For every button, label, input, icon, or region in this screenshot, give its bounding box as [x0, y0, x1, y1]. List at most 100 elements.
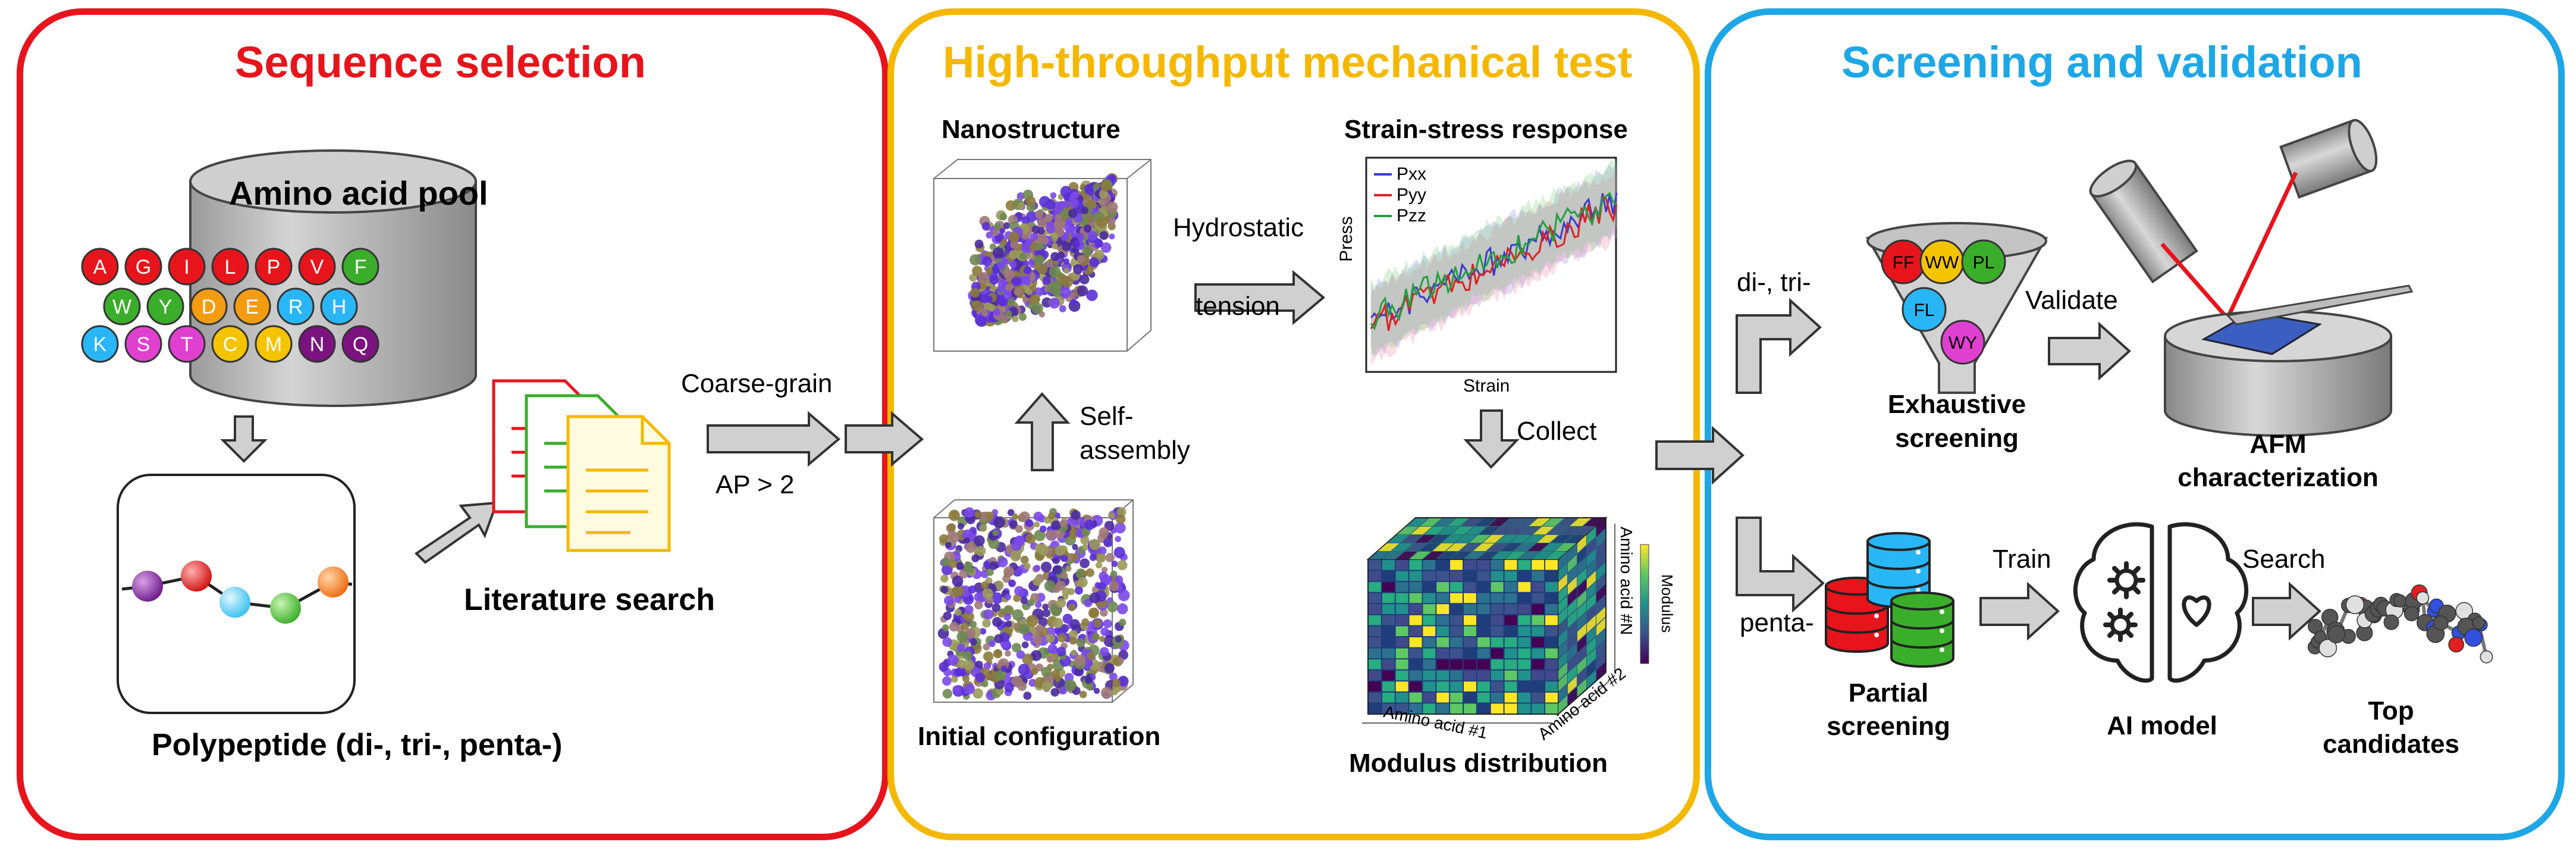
search-label: Search: [2242, 545, 2326, 574]
amino-acid-T: T: [168, 325, 206, 363]
ap-threshold-label: AP > 2: [716, 470, 795, 499]
svg-text:A: A: [93, 256, 107, 279]
up-arrow-self-assembly: [1014, 392, 1071, 471]
self-assembly-label-2: assembly: [1080, 436, 1190, 465]
amino-acid-K: K: [81, 325, 119, 363]
svg-text:E: E: [246, 296, 259, 318]
amino-acid-N: N: [298, 325, 336, 363]
literature-search-label: Literature search: [464, 583, 715, 617]
svg-text:M: M: [265, 333, 282, 356]
amino-acid-C: C: [211, 325, 249, 363]
amino-acid-F: F: [341, 248, 379, 286]
funnel-ball-FL: FL: [1902, 287, 1947, 332]
diagonal-arrow-literature: [414, 501, 498, 564]
funnel-ball-WW: WW: [1919, 239, 1965, 284]
afm-label-1: AFM: [2249, 430, 2307, 459]
svg-text:S: S: [137, 333, 150, 356]
svg-text:FL: FL: [1913, 301, 1934, 320]
amino-acid-pool-label: Amino acid pool: [229, 174, 488, 212]
di-tri-label: di-, tri-: [1737, 268, 1811, 297]
amino-acid-D: D: [190, 287, 228, 326]
legend-pxx: Pxx: [1397, 164, 1427, 184]
svg-text:WY: WY: [1949, 333, 1977, 353]
right-arrow-search: [2252, 581, 2321, 641]
polypeptide-box: [117, 474, 356, 714]
amino-acid-H: H: [320, 287, 358, 326]
right-arrow-hydrostatic: [1194, 270, 1326, 326]
top-candidates-label-1: Top: [2368, 696, 2414, 725]
exhaustive-label-2: screening: [1895, 424, 2019, 453]
svg-text:R: R: [288, 296, 303, 318]
train-label: Train: [1993, 545, 2051, 574]
screening-validation-panel: [1705, 8, 2565, 840]
amino-acid-Y: Y: [146, 287, 184, 326]
modulus-distribution-label: Modulus distribution: [1349, 749, 1608, 778]
svg-text:Y: Y: [159, 296, 172, 318]
tension-label: tension: [1196, 292, 1280, 321]
svg-text:V: V: [310, 256, 324, 279]
amino-acid-I: I: [168, 248, 206, 286]
right-arrow-into-screening: [1655, 425, 1744, 485]
amino-acid-M: M: [255, 325, 293, 363]
self-assembly-label-1: Self-: [1080, 402, 1134, 431]
amino-acid-E: E: [233, 287, 271, 326]
coarse-grain-label: Coarse-grain: [681, 369, 833, 398]
right-arrow-into-mechanical: [845, 411, 924, 467]
gear-icons: [2103, 561, 2145, 642]
svg-text:H: H: [332, 296, 347, 318]
svg-text:G: G: [136, 256, 151, 279]
bent-arrow-penta: [1736, 517, 1825, 613]
funnel-balls: FF WW PL FL WY: [1881, 239, 2006, 365]
amino-acid-Q: Q: [341, 325, 379, 363]
afm-label-2: characterization: [2177, 463, 2379, 492]
cube-axis-n: Amino acid #N: [1617, 527, 1636, 636]
right-arrow-train: [1979, 581, 2060, 641]
sequence-selection-title: Sequence selection: [235, 37, 646, 87]
collect-label: Collect: [1517, 417, 1597, 446]
right-arrow-coarse-grain: [707, 411, 841, 467]
strain-stress-label: Strain-stress response: [1344, 115, 1628, 144]
top-candidate-molecule: [2307, 584, 2493, 664]
svg-text:C: C: [223, 333, 238, 356]
colorbar-label: Modulus: [1658, 574, 1676, 633]
database-stacks: [1825, 532, 1954, 668]
svg-text:L: L: [225, 256, 236, 279]
down-arrow-pool: [220, 415, 268, 463]
ai-model-label: AI model: [2107, 711, 2217, 740]
amino-acid-A: A: [81, 248, 119, 286]
svg-text:FF: FF: [1893, 253, 1915, 273]
ai-brain-icon: [2073, 522, 2249, 683]
plot-legend: [1374, 173, 1392, 217]
down-arrow-collect: [1463, 409, 1520, 469]
exhaustive-label-1: Exhaustive: [1887, 390, 2026, 419]
svg-text:WW: WW: [1925, 253, 1959, 273]
screening-validation-title: Screening and validation: [1841, 37, 2362, 87]
hydrostatic-label: Hydrostatic: [1173, 213, 1304, 242]
amino-acid-V: V: [298, 248, 336, 286]
legend-pzz: Pzz: [1397, 206, 1427, 226]
initial-configuration-box: [933, 499, 1134, 703]
funnel-ball-FF: FF: [1881, 239, 1926, 284]
top-candidates-label-2: candidates: [2323, 730, 2459, 759]
literature-documents-icon: [492, 379, 671, 552]
amino-acid-W: W: [103, 287, 141, 326]
amino-acid-P: P: [255, 248, 293, 286]
svg-text:PL: PL: [1973, 253, 1995, 273]
funnel-ball-PL: PL: [1961, 239, 2006, 284]
amino-acid-L: L: [211, 248, 249, 286]
svg-text:I: I: [184, 256, 189, 279]
svg-text:T: T: [181, 333, 193, 356]
strain-stress-plot: [1365, 157, 1618, 373]
svg-text:F: F: [354, 256, 367, 279]
svg-text:W: W: [112, 296, 131, 318]
svg-text:D: D: [202, 296, 217, 318]
plot-ylabel: Press: [1336, 216, 1356, 262]
nanostructure-label: Nanostructure: [942, 115, 1121, 144]
modulus-distribution-cube: [1362, 516, 1649, 724]
legend-pyy: Pyy: [1397, 185, 1427, 205]
partial-label-1: Partial: [1848, 678, 1929, 708]
svg-text:K: K: [93, 333, 107, 356]
afm-instrument: [2089, 118, 2414, 437]
